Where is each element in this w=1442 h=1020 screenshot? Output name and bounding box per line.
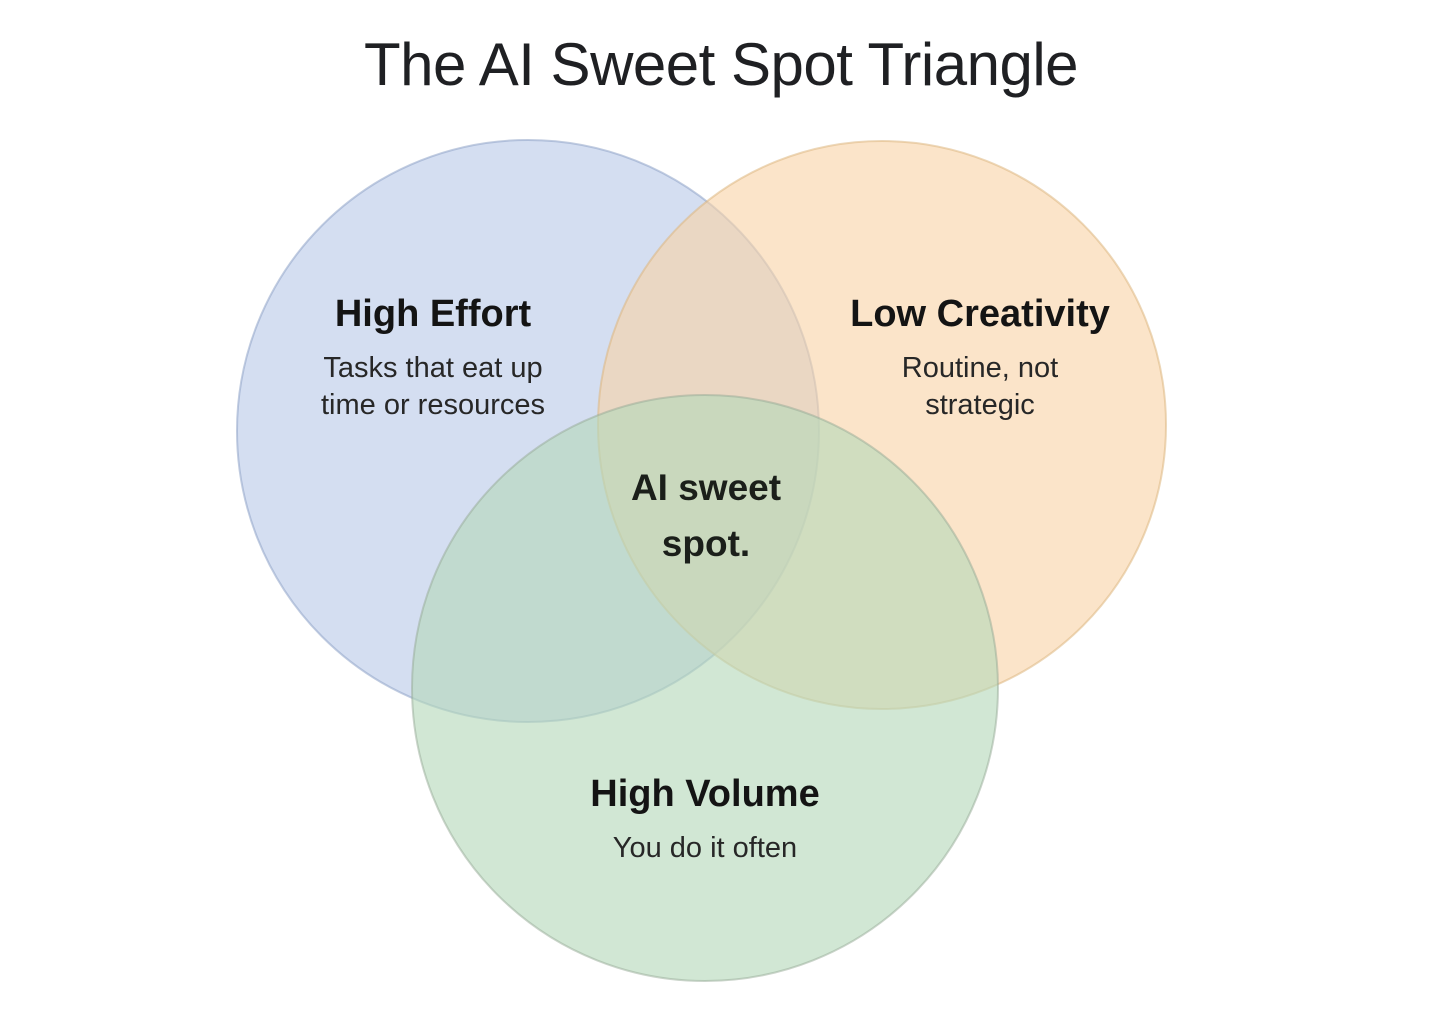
high-volume-label: High Volume — [590, 773, 820, 815]
high-effort-desc-line-1: Tasks that eat up — [323, 351, 543, 384]
high-volume-desc-line-1: You do it often — [612, 831, 798, 864]
ai-sweet-spot-line-2: spot. — [661, 523, 751, 564]
low-creativity-desc-line-1: Routine, not — [901, 351, 1059, 384]
high-effort-label-block: High Effort Tasks that eat up time or re… — [320, 293, 546, 424]
ai-sweet-spot-line-1: AI sweet — [630, 467, 782, 508]
page-title: The AI Sweet Spot Triangle — [363, 31, 1079, 98]
low-creativity-label-block: Low Creativity Routine, not strategic — [850, 293, 1110, 424]
high-effort-desc-line-2: time or resources — [320, 388, 546, 421]
high-effort-label: High Effort — [334, 293, 532, 335]
center-label-block: AI sweet spot. — [631, 460, 781, 572]
high-volume-label-block: High Volume You do it often — [590, 773, 820, 867]
low-creativity-desc-line-2: strategic — [925, 388, 1035, 421]
high-volume-circle — [411, 394, 999, 982]
low-creativity-label: Low Creativity — [850, 293, 1110, 335]
